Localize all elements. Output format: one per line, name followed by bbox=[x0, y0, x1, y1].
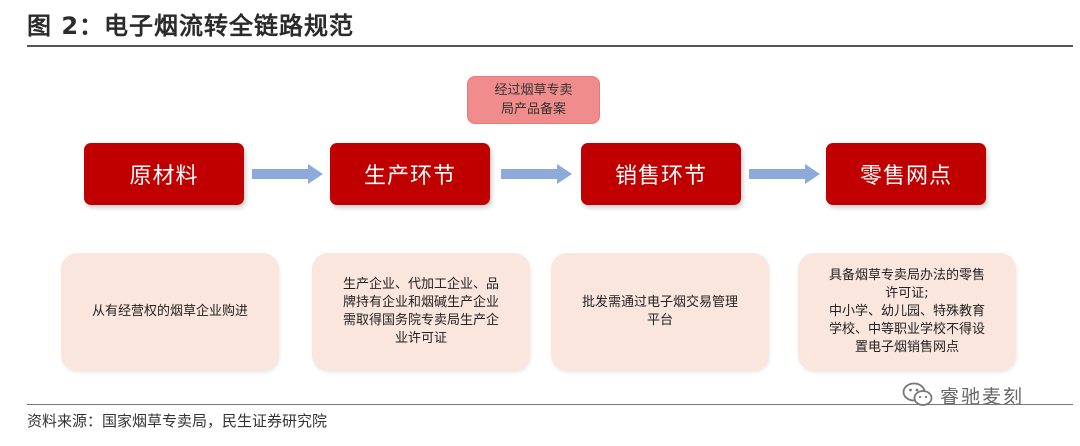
desc-production: 生产企业、代加工企业、品 牌持有企业和烟碱生产企业 需取得国务院专卖局生产企 业… bbox=[312, 253, 530, 371]
bottom-divider bbox=[27, 404, 1073, 405]
top-divider bbox=[27, 45, 1073, 47]
watermark: 睿驰麦刻 bbox=[902, 381, 1024, 409]
flow-arrow-1 bbox=[252, 164, 323, 184]
flow-arrow-3 bbox=[749, 164, 820, 184]
figure-title: 图 2：电子烟流转全链路规范 bbox=[27, 12, 355, 40]
flow-arrow-2 bbox=[501, 164, 572, 184]
registration-note: 经过烟草专卖 局产品备案 bbox=[467, 76, 600, 124]
stage-production: 生产环节 bbox=[330, 143, 490, 205]
desc-retail-outlets: 具备烟草专卖局办法的零售 许可证; 中小学、幼儿园、特殊教育 学校、中等职业学校… bbox=[798, 253, 1016, 371]
stage-raw-materials: 原材料 bbox=[84, 143, 244, 205]
stage-sales: 销售环节 bbox=[581, 143, 741, 205]
wechat-icon bbox=[902, 382, 933, 406]
watermark-text: 睿驰麦刻 bbox=[940, 385, 1025, 408]
desc-sales: 批发需通过电子烟交易管理 平台 bbox=[551, 253, 769, 371]
desc-raw-materials: 从有经营权的烟草企业购进 bbox=[61, 253, 279, 371]
source-note: 资料来源：国家烟草专卖局，民生证券研究院 bbox=[27, 412, 328, 430]
stage-retail-outlets: 零售网点 bbox=[826, 143, 986, 205]
